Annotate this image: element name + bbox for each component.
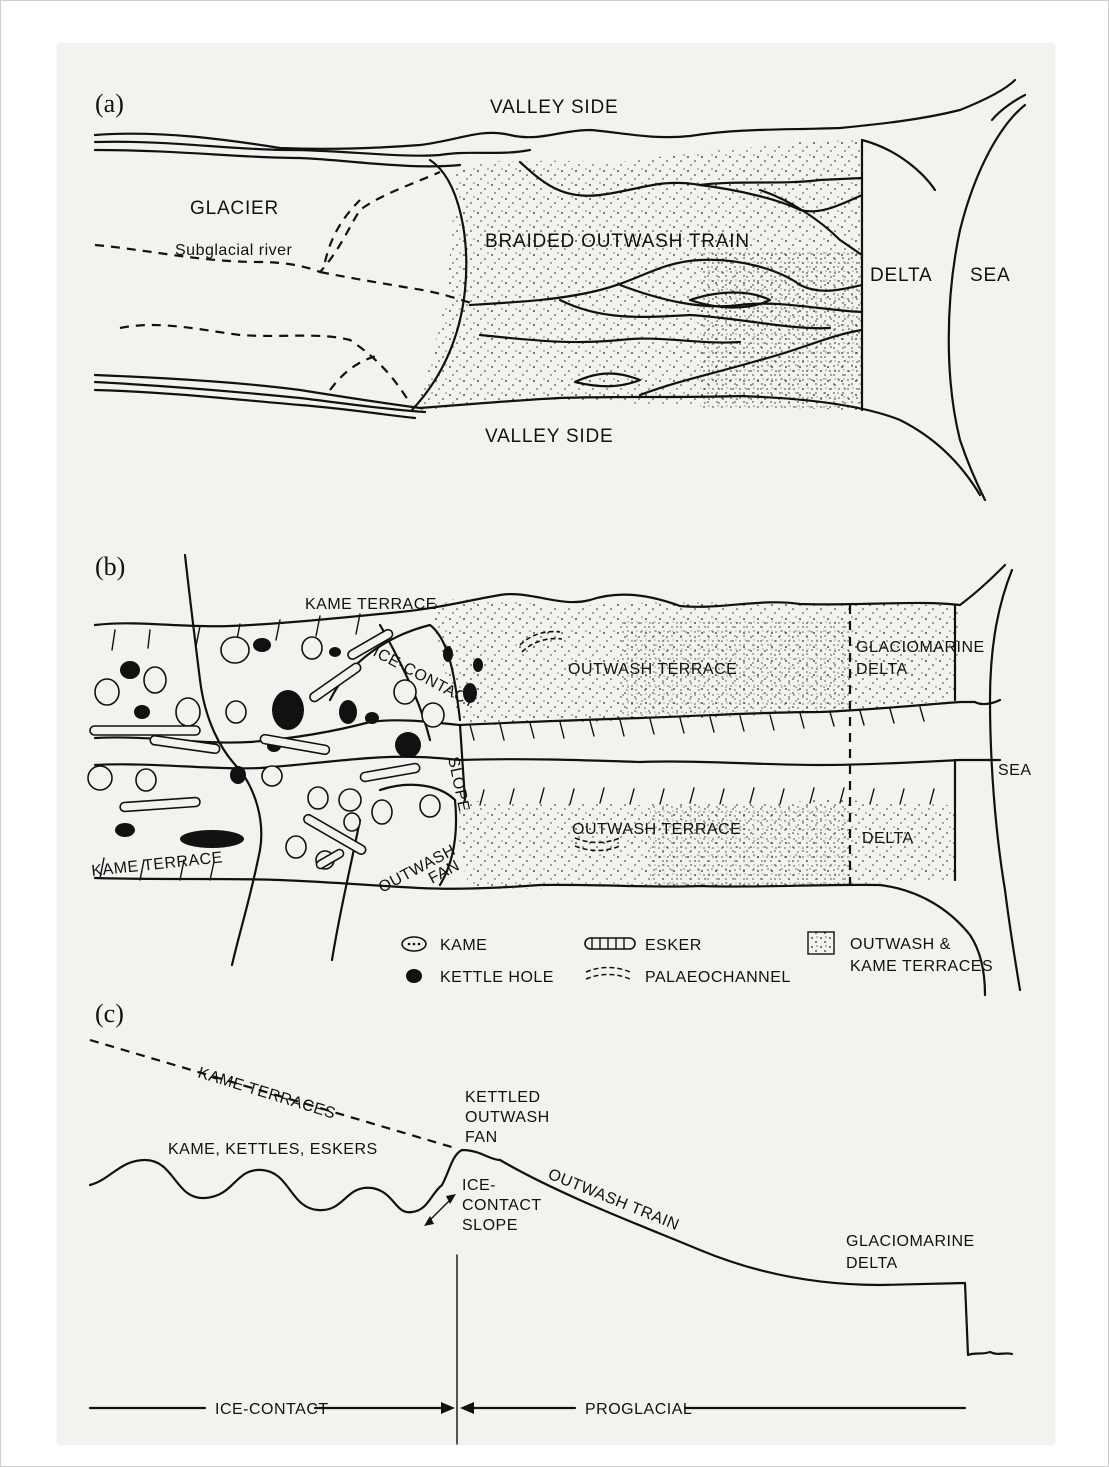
kettled-label-3: FAN — [465, 1129, 498, 1146]
kame-terrace-bottom-label: KAME TERRACE — [91, 849, 224, 880]
delta-label-b: DELTA — [862, 830, 914, 847]
panel-a: (a) VALLEY SID — [95, 80, 1025, 500]
delta-label-a: DELTA — [870, 265, 932, 286]
legend-palaeochannel-label: PALAEOCHANNEL — [645, 969, 791, 986]
slope-label: SLOPE — [444, 755, 472, 813]
glaciomarine-label-2: DELTA — [846, 1255, 898, 1272]
ice-contact-slope-arrow — [428, 1198, 452, 1222]
legend-outwash-symbol — [808, 932, 834, 954]
braided-outwash-label: BRAIDED OUTWASH TRAIN — [485, 231, 750, 252]
valley-side-bottom-label: VALLEY SIDE — [485, 426, 614, 447]
ice-contact-zone-label: ICE-CONTACT — [215, 1401, 329, 1418]
legend-palaeochannel-symbol — [586, 968, 630, 973]
valley-side-top-label: VALLEY SIDE — [490, 97, 619, 118]
glacier-label: GLACIER — [190, 198, 279, 219]
esker-group — [90, 628, 420, 870]
kame-kettles-eskers-label: KAME, KETTLES, ESKERS — [168, 1141, 378, 1158]
panel-b-label: (b) — [95, 552, 125, 581]
ice-contact-slope-label-3: SLOPE — [462, 1217, 518, 1234]
legend: KAME KETTLE HOLE ESKER PALAEOCHANNEL OUT… — [402, 932, 993, 986]
ice-contact-slope-label-1: ICE- — [462, 1177, 496, 1194]
sea-label-a: SEA — [970, 265, 1010, 286]
kettled-label-1: KETTLED — [465, 1089, 541, 1106]
glaciomarine-delta-label-1: GLACIOMARINE — [856, 639, 985, 656]
legend-esker-label: ESKER — [645, 937, 702, 954]
sea-label-b: SEA — [998, 762, 1032, 779]
glaciomarine-label-1: GLACIOMARINE — [846, 1233, 975, 1250]
outwash-train-label: OUTWASH TRAIN — [546, 1166, 682, 1234]
ice-contact-profile — [90, 1150, 500, 1212]
outwash-terrace-top-label: OUTWASH TERRACE — [568, 661, 737, 678]
glaciomarine-delta-label-2: DELTA — [856, 661, 908, 678]
kame-terraces-label: KAME TERRACES — [196, 1065, 338, 1123]
proglacial-zone-label: PROGLACIAL — [585, 1401, 692, 1418]
subglacial-river-label: Subglacial river — [175, 242, 293, 259]
legend-kettle-symbol — [406, 969, 422, 983]
panel-c: (c) KAME TERRACES KAME, KETTLES, ESKERS … — [90, 999, 1012, 1444]
legend-outwash-label-1: OUTWASH & — [850, 936, 951, 953]
kame-terrace-top-label: KAME TERRACE — [305, 596, 437, 613]
panel-c-label: (c) — [95, 999, 124, 1028]
kettled-label-2: OUTWASH — [465, 1109, 550, 1126]
panel-b: (b) — [88, 552, 1032, 995]
legend-outwash-label-2: KAME TERRACES — [850, 958, 993, 975]
legend-kame-label: KAME — [440, 937, 487, 954]
panel-a-label: (a) — [95, 89, 124, 118]
kame-group — [88, 637, 444, 869]
ice-contact-slope-label-2: CONTACT — [462, 1197, 542, 1214]
outwash-terrace-bottom-label: OUTWASH TERRACE — [572, 821, 741, 838]
legend-kettle-label: KETTLE HOLE — [440, 969, 554, 986]
